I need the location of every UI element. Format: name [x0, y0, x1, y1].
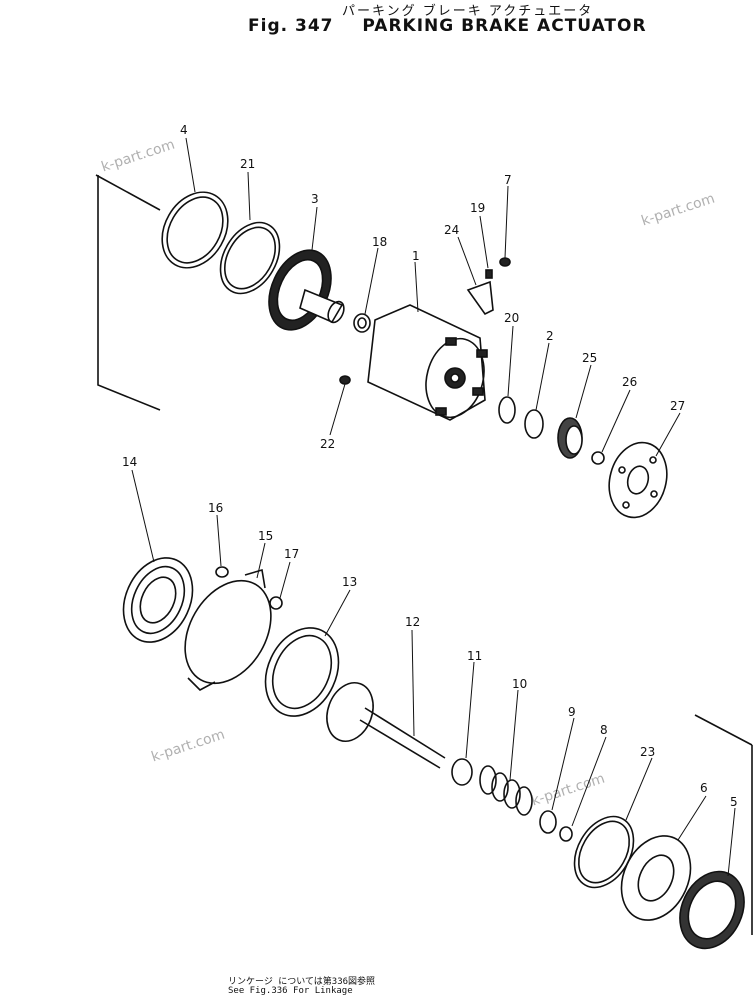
label-part-22: 22: [320, 437, 335, 451]
part-7-bolt: [499, 257, 511, 267]
leader-lines: [131, 137, 736, 877]
label-part-12: 12: [405, 615, 420, 629]
label-part-15: 15: [258, 529, 273, 543]
label-part-6: 6: [700, 781, 708, 795]
part-24-bracket: [466, 280, 494, 316]
label-part-2: 2: [546, 329, 554, 343]
label-part-10: 10: [512, 677, 527, 691]
label-part-8: 8: [600, 723, 608, 737]
label-part-17: 17: [284, 547, 299, 561]
label-part-5: 5: [730, 795, 738, 809]
part-10-spring: [479, 765, 533, 816]
part-11-washer: [451, 758, 473, 786]
part-21-ring: [219, 221, 281, 295]
figure-number: Fig. 347: [248, 16, 334, 36]
part-17-nut: [269, 596, 283, 610]
footnote-english: See Fig.336 For Linkage: [228, 986, 353, 996]
part-6-flange: [620, 835, 692, 921]
part-1-housing: [367, 304, 488, 421]
label-part-3: 3: [311, 192, 319, 206]
part-2-ring: [524, 409, 544, 439]
label-part-14: 14: [122, 455, 137, 469]
label-part-11: 11: [467, 649, 482, 663]
label-part-24: 24: [444, 223, 459, 237]
part-15-clamp: [184, 568, 272, 691]
label-part-27: 27: [670, 399, 685, 413]
part-3-piston: [268, 249, 345, 331]
part-20-ring: [498, 396, 516, 424]
part-12-rod: [326, 682, 446, 769]
footnote-japanese: リンケージ については第336図参照: [228, 977, 376, 987]
label-part-7: 7: [504, 173, 512, 187]
part-13-seal: [264, 627, 340, 717]
part-18-nut: [353, 313, 371, 333]
upper-bracket-line: [97, 175, 161, 411]
upper-bracket-top: [95, 174, 161, 211]
part-14-diaphragm: [122, 557, 194, 643]
part-26-nut: [591, 451, 605, 465]
part-19-spring: [485, 269, 493, 279]
part-23-ring: [573, 815, 635, 889]
label-part-4: 4: [180, 123, 188, 137]
label-part-18: 18: [372, 235, 387, 249]
label-part-13: 13: [342, 575, 357, 589]
part-16-bolt: [215, 566, 229, 578]
label-part-1: 1: [412, 249, 420, 263]
label-part-16: 16: [208, 501, 223, 515]
figure-name: PARKING BRAKE ACTUATOR: [362, 16, 647, 36]
label-part-21: 21: [240, 157, 255, 171]
part-25-bushing: [557, 417, 583, 459]
label-part-9: 9: [568, 705, 576, 719]
part-5-boot: [679, 870, 745, 950]
label-part-20: 20: [504, 311, 519, 325]
label-part-25: 25: [582, 351, 597, 365]
title-japanese: パーキング ブレーキ アクチュエータ: [342, 4, 594, 19]
part-4-ring: [161, 191, 229, 269]
label-part-26: 26: [622, 375, 637, 389]
part-22-plug: [339, 375, 351, 385]
part-27-cover: [608, 441, 668, 519]
part-8-nut: [559, 826, 573, 842]
label-part-23: 23: [640, 745, 655, 759]
part-9-washer: [539, 810, 557, 834]
lower-bracket-top: [694, 714, 753, 746]
figure-title: Fig. 347 PARKING BRAKE ACTUATOR: [248, 16, 647, 36]
part-labels: 4 21 3 18 1 24 19 7 20 2 25 26 27 22 14 …: [122, 123, 738, 809]
label-part-19: 19: [470, 201, 485, 215]
